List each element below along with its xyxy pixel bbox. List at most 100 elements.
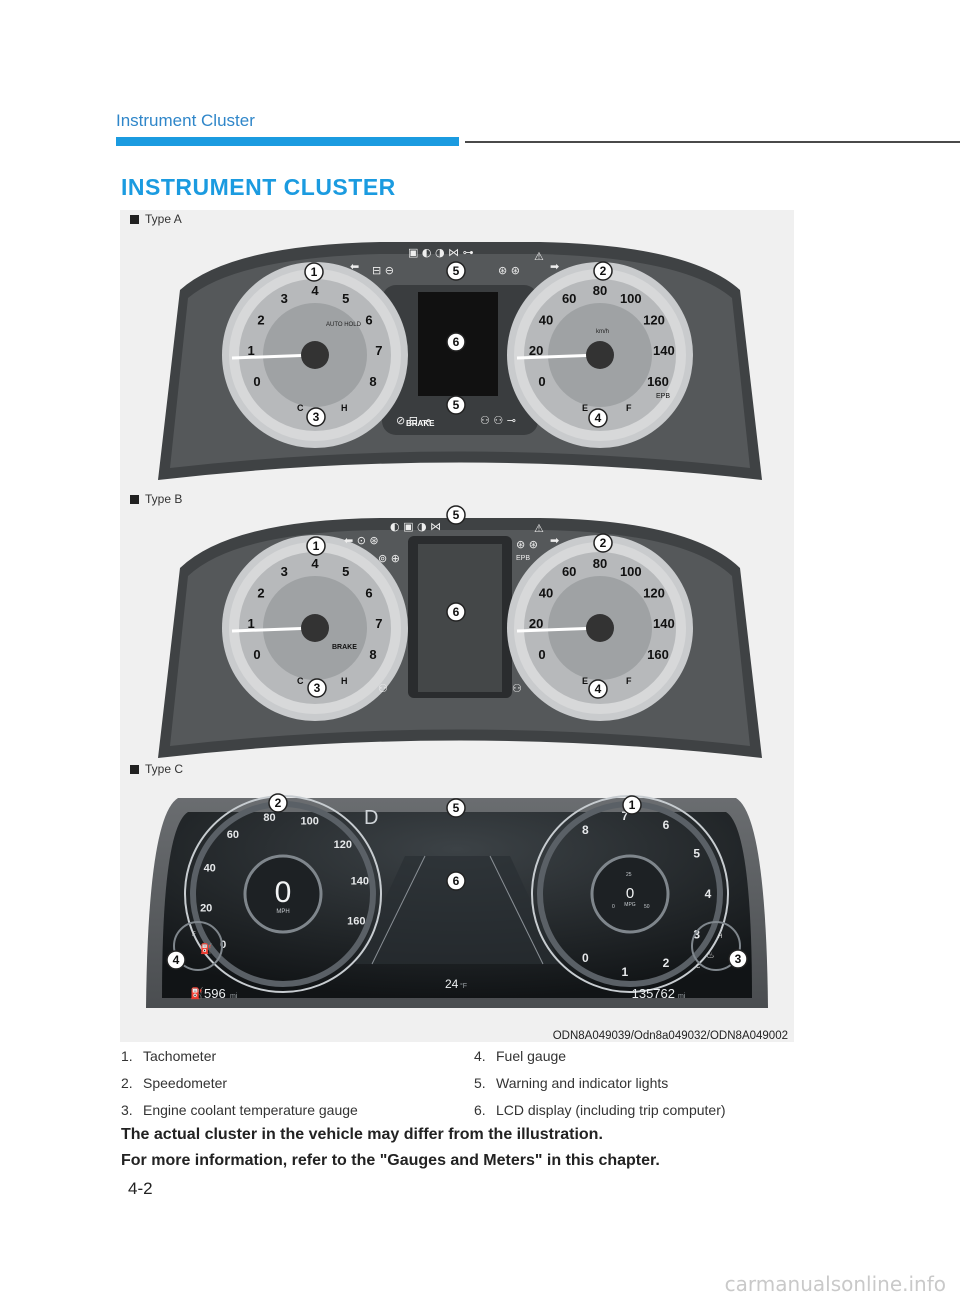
callout-marker: 3 <box>306 407 326 427</box>
kmh-unit-label: km/h <box>596 329 609 335</box>
temp-c-label-b: C <box>297 676 304 686</box>
outside-temp-value: 24 <box>445 977 459 991</box>
speed-tick-label: 40 <box>539 586 553 601</box>
speed-tick-label: 40 <box>204 862 216 874</box>
callout-marker: 4 <box>588 679 608 699</box>
tach-tick-label: 4 <box>705 887 712 901</box>
svg-text:⚇ ⚇ ⊸: ⚇ ⚇ ⊸ <box>480 414 516 427</box>
legend-num: 2. <box>121 1074 133 1091</box>
speed-tick-label: 0 <box>220 939 226 951</box>
svg-text:⊛ ⊛: ⊛ ⊛ <box>516 538 538 551</box>
legend-item: 6. LCD display (including trip computer) <box>474 1096 726 1123</box>
temp-mini-gauge: H C ♨ <box>691 921 741 971</box>
speed-tick-label: 60 <box>562 564 576 579</box>
svg-text:◐ ▣ ◑ ⋈: ◐ ▣ ◑ ⋈ <box>390 520 441 533</box>
temp-h-label: H <box>341 403 348 413</box>
callout-marker: 3 <box>307 678 327 698</box>
tach-tick-label: 3 <box>281 564 288 579</box>
legend-text: Speedometer <box>143 1074 228 1091</box>
speed-tick-label: 100 <box>620 564 642 579</box>
callout-number: 1 <box>629 798 636 812</box>
section-title: Instrument Cluster <box>116 111 255 130</box>
tach-tick-label: 8 <box>369 374 376 389</box>
speed-tick-label: 80 <box>263 812 275 824</box>
speed-tick-label: 40 <box>539 313 553 328</box>
image-code: ODN8A049039/Odn8a049032/ODN8A049002 <box>552 1030 788 1042</box>
callout-marker: 5 <box>446 505 466 525</box>
tach-tick-label: 3 <box>693 928 700 942</box>
fuel-e-label: E <box>582 403 588 413</box>
speed-tick-label: 120 <box>643 313 665 328</box>
callout-number: 2 <box>275 796 282 810</box>
callout-number: 2 <box>600 536 607 550</box>
speed-tick-label: 80 <box>593 556 607 571</box>
callout-marker: 1 <box>306 536 326 556</box>
outside-temp-unit: °F <box>460 982 467 990</box>
callout-marker: 2 <box>593 261 613 281</box>
legend-num: 6. <box>474 1101 486 1118</box>
legend-text: Tachometer <box>143 1047 217 1064</box>
callout-number: 1 <box>313 539 320 553</box>
speed-tick-label: 140 <box>653 343 675 358</box>
speed-tick-label: 60 <box>562 291 576 306</box>
legend-num: 4. <box>474 1047 486 1064</box>
callout-number: 5 <box>453 398 460 412</box>
speed-tick-label: 160 <box>347 916 365 928</box>
tach-tick-label: 8 <box>582 823 589 837</box>
svg-text:▣ ◐ ◑ ⋈ ⊶: ▣ ◐ ◑ ⋈ ⊶ <box>408 246 474 259</box>
callout-marker: 1 <box>622 795 642 815</box>
svg-text:⊛ ⊛: ⊛ ⊛ <box>498 264 520 277</box>
legend-item: 3.Engine coolant temperature gauge <box>121 1096 358 1123</box>
tach-tick-label: 8 <box>369 647 376 662</box>
type-b-label: Type B <box>130 492 182 506</box>
legend-text: LCD display (including trip computer) <box>496 1101 726 1118</box>
speed-tick-label: 0 <box>538 647 545 662</box>
auto-hold-label: AUTO HOLD <box>326 322 362 328</box>
fuel-f-label: F <box>626 403 632 413</box>
svg-text:⚇: ⚇ <box>512 682 522 695</box>
tach-tick-label: 6 <box>365 586 372 601</box>
mpg-scale-min: 0 <box>612 904 615 910</box>
range-value: 596 <box>204 986 226 1001</box>
tach-tick-label: 3 <box>281 291 288 306</box>
callout-number: 6 <box>453 874 460 888</box>
callout-number: 4 <box>595 411 602 425</box>
type-c-text: Type C <box>145 762 184 776</box>
tach-tick-label: 2 <box>663 956 670 970</box>
svg-text:⊚ ⊕: ⊚ ⊕ <box>378 552 400 565</box>
odometer-value: 135762 <box>632 986 675 1001</box>
type-c-label: Type C <box>130 762 183 776</box>
type-a-label: Type A <box>130 212 182 226</box>
fuel-f-label-c: F <box>192 932 196 938</box>
brake-label-b: BRAKE <box>332 644 357 651</box>
callout-marker: 1 <box>304 262 324 282</box>
svg-text:⚠: ⚠ <box>534 250 544 263</box>
tach-tick-label: 7 <box>375 616 382 631</box>
speed-tick-label: 120 <box>334 839 352 851</box>
callout-number: 4 <box>173 953 180 967</box>
tach-tick-label: 6 <box>365 313 372 328</box>
speed-tick-label: 160 <box>647 374 669 389</box>
svg-text:⚇: ⚇ <box>378 682 388 695</box>
svg-text:➡: ➡ <box>550 260 559 273</box>
tach-tick-label: 6 <box>663 818 670 832</box>
mpg-scale-mid: 25 <box>626 872 632 878</box>
callout-number: 6 <box>453 335 460 349</box>
callout-marker: 5 <box>446 798 466 818</box>
callout-marker: 2 <box>268 793 288 813</box>
callout-marker: 3 <box>728 949 748 969</box>
fuel-e-label-b: E <box>582 676 588 686</box>
callout-number: 5 <box>453 508 460 522</box>
callout-number: 2 <box>600 264 607 278</box>
type-a-text: Type A <box>145 212 182 226</box>
speed-readout: 0 <box>275 876 292 909</box>
note-more-info: For more information, refer to the "Gaug… <box>121 1152 660 1169</box>
